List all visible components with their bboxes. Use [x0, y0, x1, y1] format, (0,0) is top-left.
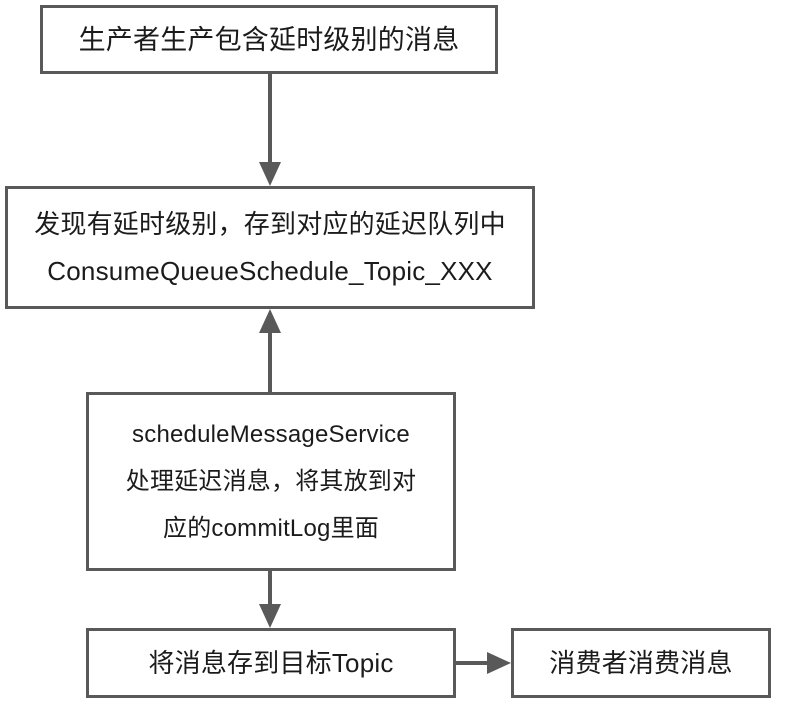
edge-producer-to-delayqueue [253, 72, 287, 188]
node-consumer-line-1: 消费者消费消息 [549, 648, 733, 678]
edge-savetopic-to-consumer [455, 646, 513, 680]
node-producer[interactable]: 生产者生产包含延时级别的消息 [40, 5, 498, 74]
node-schedule-message-service-line-3: 应的commitLog里面 [163, 515, 379, 542]
node-consumer[interactable]: 消费者消费消息 [511, 628, 771, 698]
node-delay-queue-line-2: ConsumeQueueSchedule_Topic_XXX [47, 255, 493, 286]
node-schedule-message-service-line-2: 处理延迟消息，将其放到对 [125, 468, 417, 495]
node-save-to-target-topic[interactable]: 将消息存到目标Topic [86, 628, 456, 698]
edge-schedsvc-to-delayqueue [253, 307, 287, 395]
edge-schedsvc-to-savetopic [253, 569, 287, 630]
node-producer-line-1: 生产者生产包含延时级别的消息 [78, 24, 460, 55]
node-schedule-message-service[interactable]: scheduleMessageService 处理延迟消息，将其放到对 应的co… [86, 392, 456, 571]
node-delay-queue-line-1: 发现有延时级别，存到对应的延迟队列中 [34, 208, 506, 239]
node-schedule-message-service-line-1: scheduleMessageService [132, 421, 410, 448]
node-save-to-target-topic-line-1: 将消息存到目标Topic [148, 648, 394, 678]
node-delay-queue[interactable]: 发现有延时级别，存到对应的延迟队列中 ConsumeQueueSchedule_… [5, 186, 535, 309]
